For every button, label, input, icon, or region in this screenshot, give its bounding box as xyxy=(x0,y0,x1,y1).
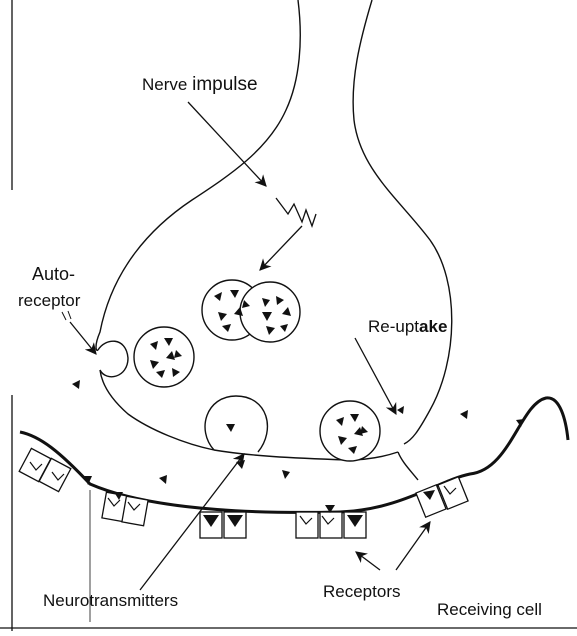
vesicles xyxy=(134,280,380,461)
autoreceptor-arrow xyxy=(70,322,96,354)
reuptake-label: Re-uptake xyxy=(368,318,447,335)
receptors-arrow-left xyxy=(356,552,380,570)
vesicle xyxy=(134,327,194,387)
nerve-word: Nerve xyxy=(142,75,187,94)
reuptake-part1: Re-upt xyxy=(368,317,419,336)
impulse-vesicle-arrow xyxy=(260,226,302,270)
presynaptic-terminal xyxy=(96,0,452,460)
bound-neurotransmitters xyxy=(114,490,435,527)
autoreceptor-label-line1: Auto- xyxy=(32,265,75,283)
fusing-vesicle xyxy=(205,396,267,452)
impulse-word: impulse xyxy=(192,74,257,95)
receptors-arrow-right xyxy=(396,522,430,570)
receptors-label: Receptors xyxy=(323,583,400,600)
vesicle xyxy=(320,401,380,461)
tick-marks xyxy=(62,311,71,320)
neurotransmitters-label: Neurotransmitters xyxy=(43,592,178,609)
autoreceptor-site xyxy=(98,341,128,377)
free-neurotransmitters xyxy=(72,380,524,485)
impulse-zigzag xyxy=(276,198,316,226)
nerve-impulse-label: Nerve impulse xyxy=(142,75,258,94)
reuptake-channel xyxy=(398,452,418,480)
receiving-cell-label: Receiving cell xyxy=(437,601,542,618)
impulse-arrow xyxy=(188,102,266,186)
postsynaptic-membrane xyxy=(20,398,568,513)
autoreceptor-label-line2: receptor xyxy=(18,292,80,309)
reuptake-part2: ake xyxy=(419,317,447,336)
